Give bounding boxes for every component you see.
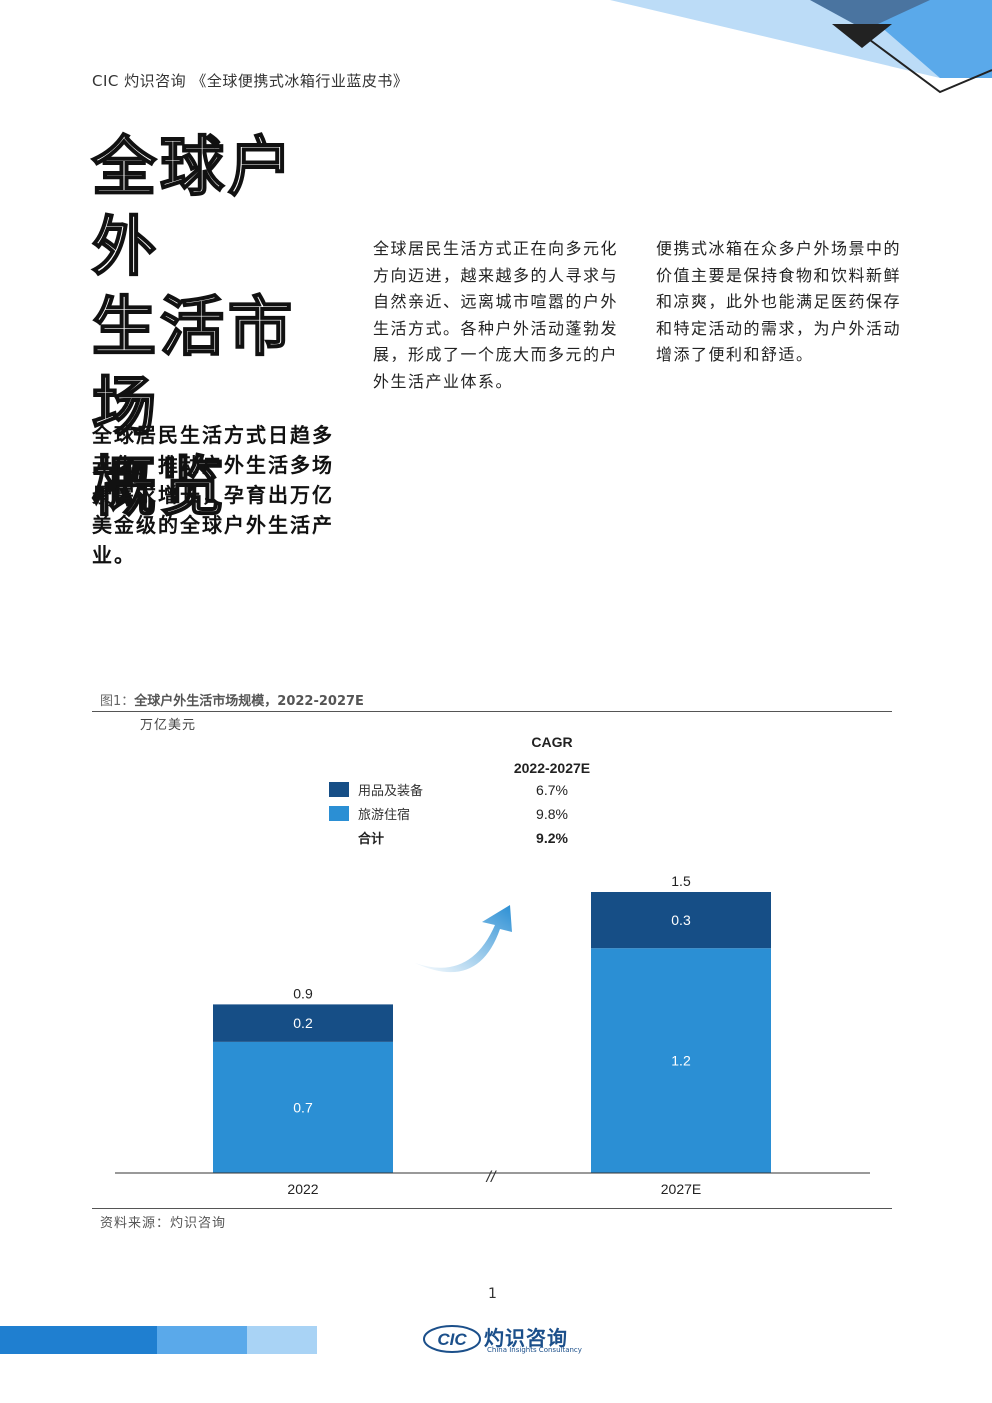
- title-line-1: 全球户外: [91, 129, 296, 286]
- cagr-header: CAGR: [531, 734, 572, 750]
- page-number: 1: [488, 1286, 497, 1302]
- legend-total-label: 合计: [358, 831, 384, 846]
- section-subtitle: 全球居民生活方式日趋多元化，推动户外生活多场景需求增长，孕育出万亿美金级的全球户…: [92, 423, 334, 567]
- bar-segment-label: 0.7: [293, 1099, 313, 1115]
- bar-total-label: 1.5: [671, 873, 691, 889]
- bar-segment: [591, 892, 771, 949]
- logo-name: 灼识咨询: [484, 1326, 568, 1350]
- cagr-period: 2022-2027E: [514, 760, 590, 776]
- title-line-2: 生活市场: [91, 289, 296, 446]
- bar-segment: [213, 1041, 393, 1173]
- growth-arrow-icon: [415, 905, 512, 973]
- bar-segment: [213, 1004, 393, 1042]
- intro-paragraph-1: 全球居民生活方式正在向多元化方向迈进，越来越多的人寻求与自然亲近、远离城市喧嚣的…: [373, 239, 619, 391]
- axis-break-mark: //: [486, 1169, 497, 1186]
- legend-swatch: [329, 806, 349, 821]
- deco-black-shape: [832, 24, 892, 48]
- figure-caption: 图1：全球户外生活市场规模，2022-2027E: [100, 690, 364, 709]
- figure-caption-prefix: 图1：: [100, 694, 135, 709]
- bar-segment-label: 1.2: [671, 1053, 691, 1069]
- chart-legend: 用品及装备 6.7% 旅游住宿 9.8% 合计 9.2%: [329, 782, 569, 846]
- footer-bar-light: [247, 1326, 317, 1354]
- footer-bar-dark: [0, 1326, 157, 1354]
- logo-subtitle: China Insights Consultancy: [487, 1346, 582, 1354]
- chart-bars: 0.7 0.2 0.9 1.2 0.3 1.5: [213, 873, 771, 1173]
- logo-ring: [423, 1325, 481, 1353]
- deco-line: [869, 39, 992, 94]
- deco-dark-shape: [810, 0, 930, 30]
- bar-segment-label: 0.3: [671, 912, 691, 928]
- x-tick-label: 2022: [287, 1181, 318, 1197]
- logo-mark: CIC: [437, 1330, 467, 1349]
- x-tick-labels: 2022 2027E: [287, 1181, 701, 1197]
- header-text: CIC 灼识咨询 《全球便携式冰箱行业蓝皮书》: [92, 72, 409, 90]
- legend-swatch: [329, 782, 349, 797]
- legend-cagr: 9.8%: [536, 806, 568, 822]
- legend-label: 旅游住宿: [358, 807, 410, 822]
- title-line-3: 概览: [91, 449, 228, 526]
- footer-bar-mid: [157, 1326, 247, 1354]
- legend-total-cagr: 9.2%: [536, 830, 568, 846]
- figure-source: 资料来源：灼识咨询: [100, 1216, 227, 1231]
- page-title: 全球户外 生活市场 概览: [91, 128, 362, 528]
- bar-segment-label: 0.2: [293, 1015, 313, 1031]
- figure-unit: 万亿美元: [140, 718, 197, 733]
- bar-total-label: 0.9: [293, 985, 313, 1001]
- figure-top-rule: [92, 711, 892, 712]
- legend-label: 用品及装备: [358, 783, 423, 798]
- header-decoration: [610, 0, 992, 94]
- intro-paragraph-2: 便携式冰箱在众多户外场景中的价值主要是保持食物和饮料新鲜和凉爽，此外也能满足医药…: [656, 239, 902, 364]
- bar-segment: [591, 948, 771, 1173]
- x-tick-label: 2027E: [661, 1181, 701, 1197]
- figure-bottom-rule: [92, 1208, 892, 1209]
- legend-cagr: 6.7%: [536, 782, 568, 798]
- cic-logo-icon: CIC: [423, 1325, 481, 1353]
- figure-caption-title: 全球户外生活市场规模，2022-2027E: [134, 694, 364, 709]
